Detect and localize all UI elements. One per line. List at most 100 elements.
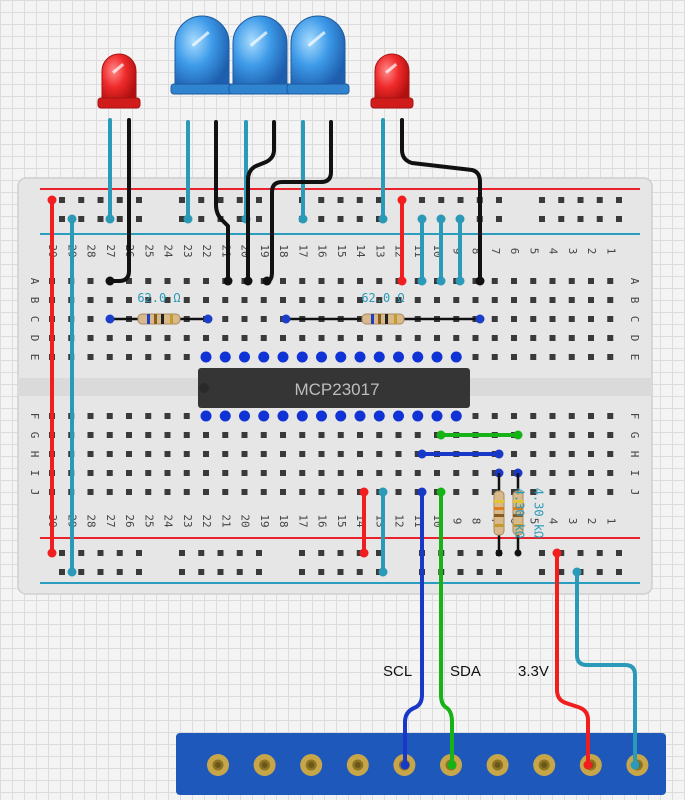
row-letter: D (28, 335, 41, 342)
terminal-hole (607, 413, 614, 419)
wire-end (378, 567, 388, 577)
top-positive-rail-hole (616, 197, 622, 203)
terminal-hole (299, 278, 306, 284)
terminal-hole (414, 297, 421, 303)
row-letter: F (28, 413, 41, 420)
led-highlight (385, 63, 398, 74)
header-pin-center (494, 762, 501, 768)
terminal-hole (126, 451, 132, 457)
column-number-bottom: 22 (200, 514, 213, 527)
terminal-hole (568, 432, 575, 438)
terminal-hole (530, 316, 537, 322)
wire-end (378, 487, 388, 497)
column-number-bottom: 8 (470, 518, 483, 525)
led-highlight (191, 31, 210, 47)
top-negative-rail-hole (236, 216, 243, 222)
bottom-positive-rail-hole (136, 550, 142, 556)
resistor-r1-band (170, 314, 173, 324)
led-dome (374, 53, 410, 103)
terminal-hole (87, 470, 94, 476)
chip-pin (335, 410, 347, 422)
column-number-bottom: 5 (527, 518, 540, 525)
terminal-hole (280, 297, 286, 303)
bottom-negative-rail-hole (457, 569, 464, 575)
terminal-hole (222, 297, 229, 303)
bottom-positive-rail-hole (256, 550, 262, 556)
resistor-r1-end (105, 314, 115, 324)
column-number-top: 22 (200, 244, 213, 257)
wire-end (583, 760, 593, 770)
terminal-hole (530, 278, 537, 284)
column-number-bottom: 4 (547, 518, 560, 525)
terminal-hole (87, 413, 94, 419)
wire-end (400, 760, 410, 770)
header-pin-center (308, 762, 315, 768)
terminal-hole (568, 354, 575, 360)
wire-end (494, 449, 504, 459)
terminal-hole (106, 451, 113, 457)
terminal-hole (491, 278, 498, 284)
terminal-hole (511, 451, 517, 457)
bottom-positive-rail-hole (476, 550, 483, 556)
top-negative-rail-hole (337, 216, 344, 222)
chip-pin (450, 351, 462, 363)
terminal-hole (337, 432, 344, 438)
led-rim (170, 83, 234, 95)
terminal-hole (87, 489, 94, 495)
wire-end (417, 276, 427, 286)
top-positive-rail-hole (179, 197, 185, 203)
wire-end (397, 276, 407, 286)
terminal-hole (337, 470, 344, 476)
row-letter: H (28, 451, 41, 458)
bottom-positive-rail-hole (577, 550, 584, 556)
led-rim (286, 83, 350, 95)
terminal-hole (106, 432, 113, 438)
terminal-hole (299, 432, 306, 438)
led3-anode-wire (246, 120, 276, 283)
terminal-hole (183, 335, 190, 341)
bottom-negative-rail-hole (97, 569, 104, 575)
chip-label: MCP23017 (294, 380, 379, 399)
top-positive-rail-hole (539, 197, 545, 203)
column-number-top: 2 (585, 248, 598, 255)
bottom-negative-rail-hole (59, 569, 65, 575)
terminal-hole (164, 297, 171, 303)
terminal-hole (241, 451, 248, 457)
terminal-hole (549, 451, 556, 457)
terminal-hole (588, 335, 594, 341)
terminal-hole (357, 335, 363, 341)
terminal-hole (241, 316, 248, 322)
bottom-positive-rail-hole (376, 550, 382, 556)
terminal-hole (511, 316, 517, 322)
top-positive-rail-hole (496, 197, 502, 203)
top-positive-rail-hole (198, 197, 205, 203)
terminal-hole (337, 451, 344, 457)
scl-wire (403, 490, 424, 767)
row-letter: G (628, 432, 641, 439)
top-positive-rail-hole (376, 197, 382, 203)
terminal-hole (241, 297, 248, 303)
column-number-bottom: 19 (258, 514, 271, 527)
terminal-hole (549, 297, 556, 303)
top-positive-rail-hole (577, 197, 584, 203)
terminal-hole (607, 316, 614, 322)
terminal-hole (280, 470, 286, 476)
terminal-hole (164, 413, 171, 419)
top-positive-rail-hole (78, 197, 85, 203)
chip-pin (316, 351, 327, 363)
terminal-hole (607, 470, 614, 476)
chip-pin (316, 410, 327, 422)
terminal-hole (530, 354, 537, 360)
terminal-hole (126, 335, 132, 341)
bottom-positive-rail-hole (59, 550, 65, 556)
chip-pin (393, 351, 404, 363)
resistor-r4-band (513, 507, 523, 510)
terminal-hole (222, 451, 229, 457)
terminal-hole (607, 335, 614, 341)
top-negative-rail-hole (318, 216, 325, 222)
column-number-top: 14 (354, 244, 367, 258)
terminal-hole (395, 489, 402, 495)
terminal-hole (511, 297, 517, 303)
terminal-hole (549, 316, 556, 322)
